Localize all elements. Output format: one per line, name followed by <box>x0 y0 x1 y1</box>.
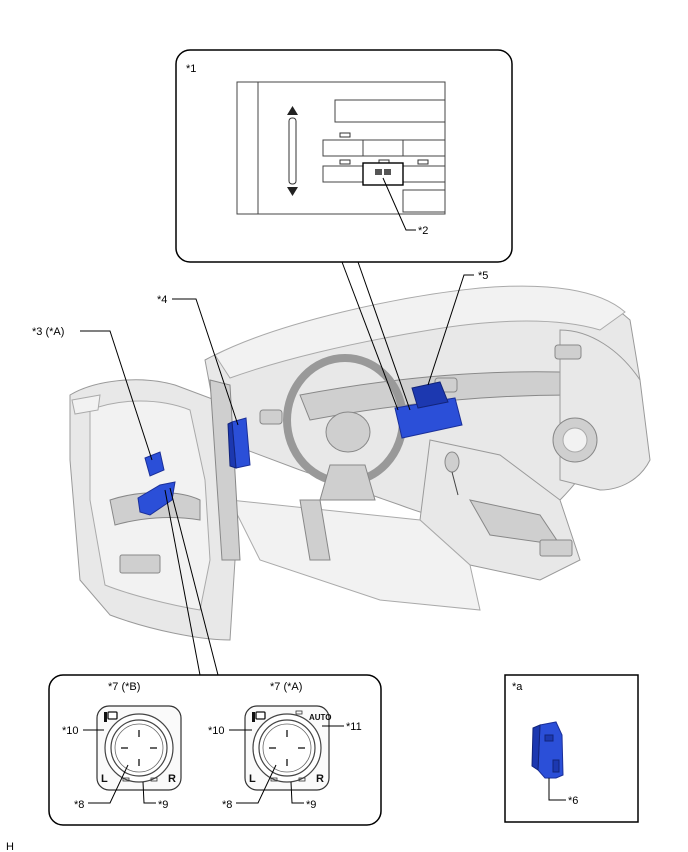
knob-ring-b-label: *9 <box>158 799 168 811</box>
fold-button-b-label: *10 <box>62 725 79 737</box>
mirror-switch-b: L R <box>96 705 182 791</box>
part-a-label: *6 <box>568 795 578 807</box>
mirror-fold-icon <box>252 711 266 722</box>
car-callouts: *4 *5 *3 (*A) <box>32 270 488 461</box>
inset-b-label: *7 (*B) <box>108 681 140 693</box>
knob-a-left-letter: L <box>249 773 256 785</box>
knob-b-left-letter: L <box>101 773 108 785</box>
mirror-fold-icon <box>104 711 118 722</box>
inset-mirror-switches: *7 (*B) *7 (*A) L R *10 *8 *9 <box>48 674 382 826</box>
mirror-knob-a-label: *8 <box>222 799 232 811</box>
inset-center-cluster: *1 *2 <box>175 49 513 263</box>
knob-a-right-letter: R <box>316 773 324 785</box>
mirror-switch-a: AUTO L R <box>244 705 332 791</box>
door-switch-label: *3 (*A) <box>32 326 64 338</box>
detail-box: *a *6 <box>504 674 639 823</box>
detail-box-label: *a <box>512 681 523 693</box>
highlighted-parts <box>137 381 463 516</box>
center-switch-label: *2 <box>418 225 428 237</box>
footer-code: H <box>6 841 14 852</box>
up-down-arrow-icon <box>287 106 298 196</box>
auto-button-label: *11 <box>346 721 362 733</box>
mirror-knob-b-label: *8 <box>74 799 84 811</box>
highlighted-connector-part <box>531 721 564 779</box>
left-part-label: *4 <box>157 294 167 306</box>
mirror-fold-icon <box>375 169 391 175</box>
inset-top-label: *1 <box>186 63 196 75</box>
knob-a-auto-text: AUTO <box>309 713 332 722</box>
knob-b-right-letter: R <box>168 773 176 785</box>
inset-a-label: *7 (*A) <box>270 681 302 693</box>
fold-button-a-label: *10 <box>208 725 225 737</box>
center-part-label: *5 <box>478 270 488 282</box>
knob-ring-a-label: *9 <box>306 799 316 811</box>
